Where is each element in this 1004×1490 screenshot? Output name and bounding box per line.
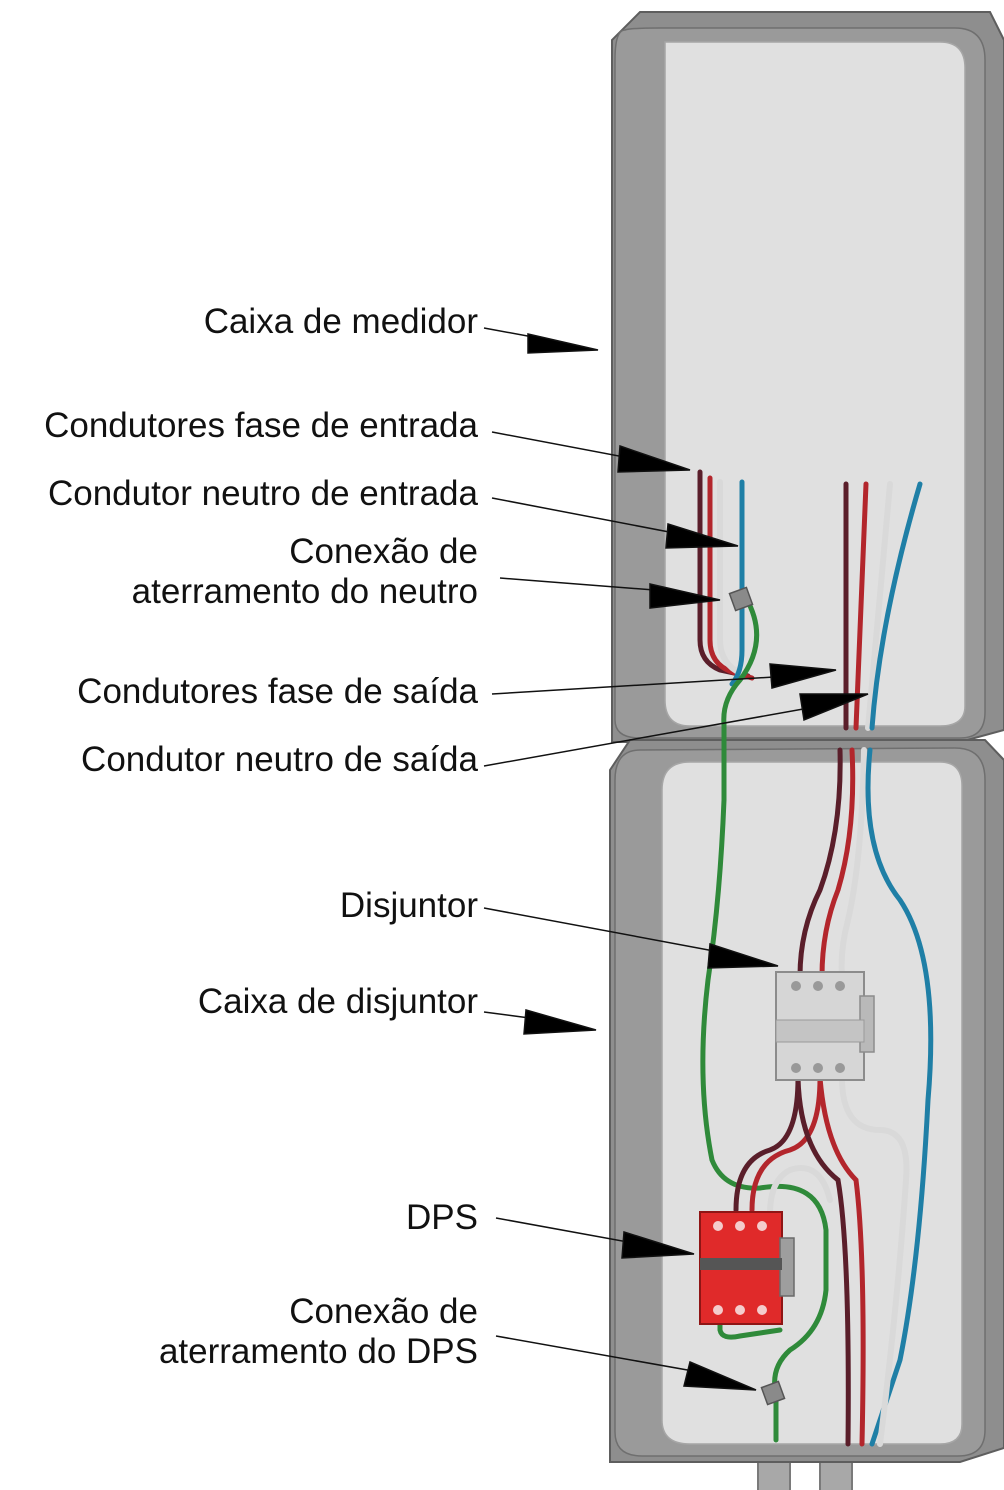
neutral-ground-connector [728,586,754,612]
label-neutral-ground: Conexão de aterramento do neutro [132,532,478,612]
dps-ground-connector [760,1380,786,1406]
meter-box [611,11,1004,743]
outgoing-wires [843,481,923,731]
ground-wire [700,595,829,1443]
label-outgoing-neutral: Condutor neutro de saída [81,740,478,780]
label-incoming-neutral: Condutor neutro de entrada [48,474,478,514]
label-breaker-text: Disjuntor [339,886,478,925]
label-breaker-box: Caixa de disjuntor [198,982,478,1022]
label-meter-box: Caixa de medidor [204,302,478,342]
label-dps: DPS [406,1198,478,1238]
label-incoming-phase-text: Condutores fase de entrada [44,406,478,445]
label-dps-text: DPS [406,1198,478,1237]
label-neutral-ground-line1: Conexão de [289,532,478,571]
label-incoming-neutral-text: Condutor neutro de entrada [47,474,478,513]
label-breaker: Disjuntor [340,886,478,926]
label-meter-box-text: Caixa de medidor [203,302,478,341]
breaker-device [775,971,875,1081]
label-breaker-box-text: Caixa de disjuntor [197,982,478,1021]
dps-device [699,1211,795,1325]
label-dps-ground-line2: aterramento do DPS [158,1332,478,1371]
label-outgoing-phase: Condutores fase de saída [77,672,478,712]
incoming-wires [697,469,755,687]
leader-lines [483,327,869,1391]
label-dps-ground-line1: Conexão de [289,1292,478,1331]
lower-phase-wires [797,747,934,1447]
breaker-box [609,739,1004,1463]
label-neutral-ground-line2: aterramento do neutro [131,572,478,611]
label-outgoing-phase-text: Condutores fase de saída [77,672,478,711]
breaker-to-dps-wires [733,1075,910,1447]
label-outgoing-neutral-text: Condutor neutro de saída [81,740,478,779]
label-dps-ground: Conexão de aterramento do DPS [159,1292,478,1372]
label-incoming-phase: Condutores fase de entrada [44,406,478,446]
